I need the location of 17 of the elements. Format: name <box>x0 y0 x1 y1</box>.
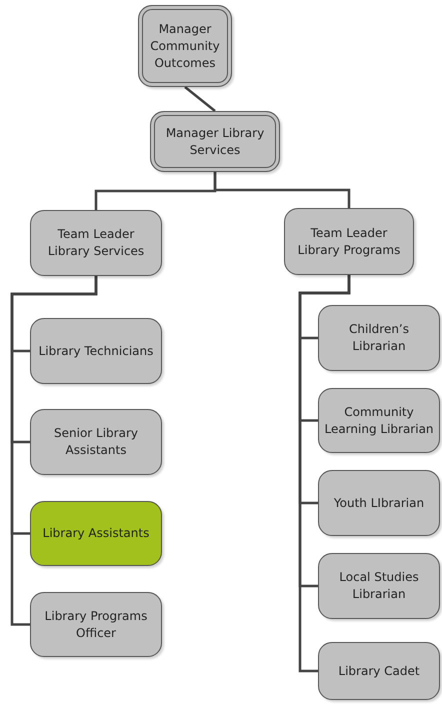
role-box: Local Studies Librarian <box>318 553 440 619</box>
connector-line <box>184 86 216 112</box>
manager-box: Manager Library Services <box>150 111 280 172</box>
role-box: Youth LIbrarian <box>318 470 440 536</box>
role-box: Senior Library Assistants <box>30 409 162 475</box>
connector-line <box>10 276 98 626</box>
connector-line <box>298 275 350 672</box>
role-box: Community Learning Librarian <box>318 388 440 453</box>
role-box: Team Leader Library Services <box>30 210 162 276</box>
role-box: Library Programs Officer <box>30 592 162 657</box>
role-box: Team Leader Library Programs <box>284 208 414 275</box>
role-box: Children’s Librarian <box>318 305 440 371</box>
role-box: Library Technicians <box>30 318 162 384</box>
connector-line <box>214 172 350 208</box>
manager-box: Manager Community Outcomes <box>138 5 232 87</box>
role-box: Library Cadet <box>318 642 440 700</box>
highlighted-role-box: Library Assistants <box>30 501 162 566</box>
